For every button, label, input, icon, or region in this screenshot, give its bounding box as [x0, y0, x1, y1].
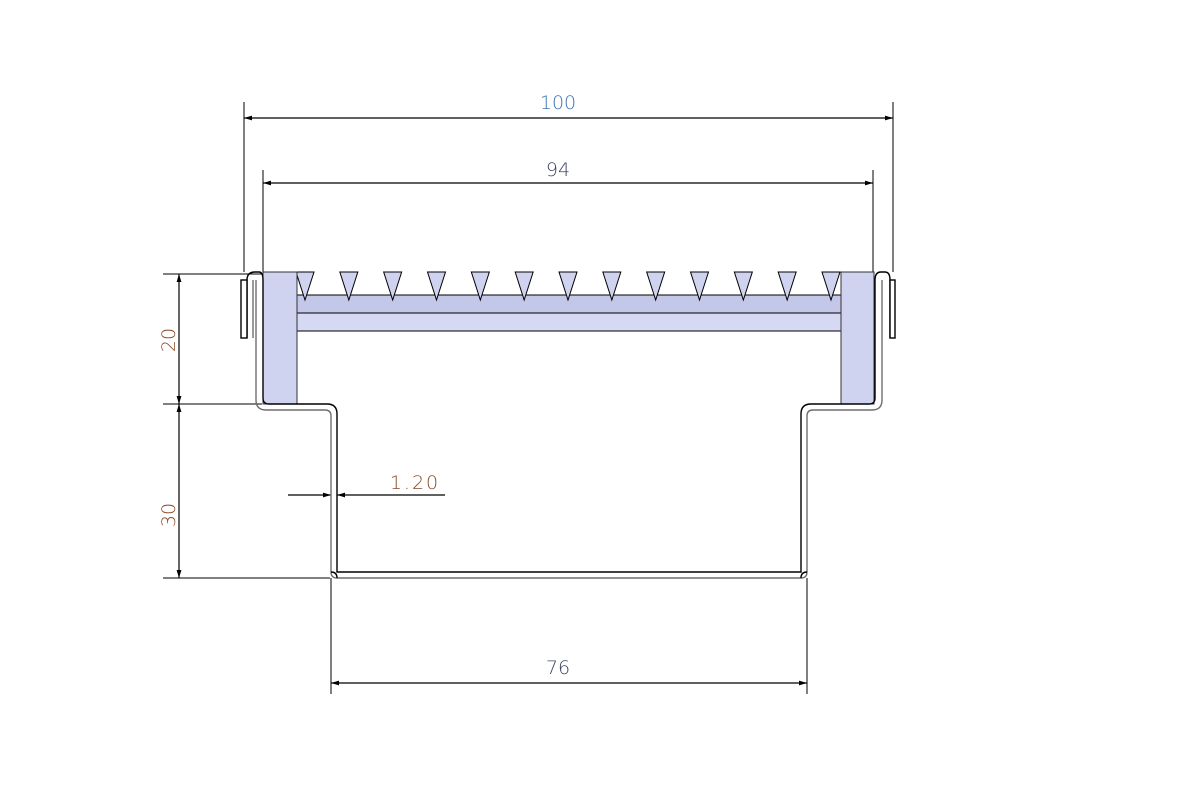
grating-tooth: [426, 271, 447, 302]
grating-tooth: [733, 271, 754, 302]
dim-text-100: 100: [540, 92, 576, 114]
grating-teeth: [295, 271, 841, 302]
grating-tooth: [821, 271, 841, 302]
grating-tooth: [777, 271, 797, 302]
grating-tooth: [558, 271, 578, 302]
grating-tooth: [339, 271, 359, 302]
dim-text-20: 20: [158, 328, 180, 352]
grating-tooth: [470, 271, 491, 302]
dim-text-30: 30: [158, 503, 180, 527]
grating-tooth: [602, 271, 622, 302]
grating-tooth: [382, 271, 403, 302]
grating-side-block-left: [262, 271, 298, 405]
channel-profile: [240, 271, 896, 579]
grating-tooth: [645, 271, 666, 302]
grating-side-block-right: [840, 271, 875, 405]
grating-bar-bottom: [296, 312, 842, 332]
dim-text-76: 76: [546, 657, 570, 679]
grating-tooth: [295, 271, 315, 302]
dimension-lines: [176, 115, 893, 686]
dim-text-94: 94: [546, 159, 570, 181]
dim-text-thickness: 1.20: [390, 472, 440, 494]
grating: [262, 271, 875, 405]
grating-tooth: [514, 271, 534, 302]
grating-tooth: [689, 271, 710, 302]
